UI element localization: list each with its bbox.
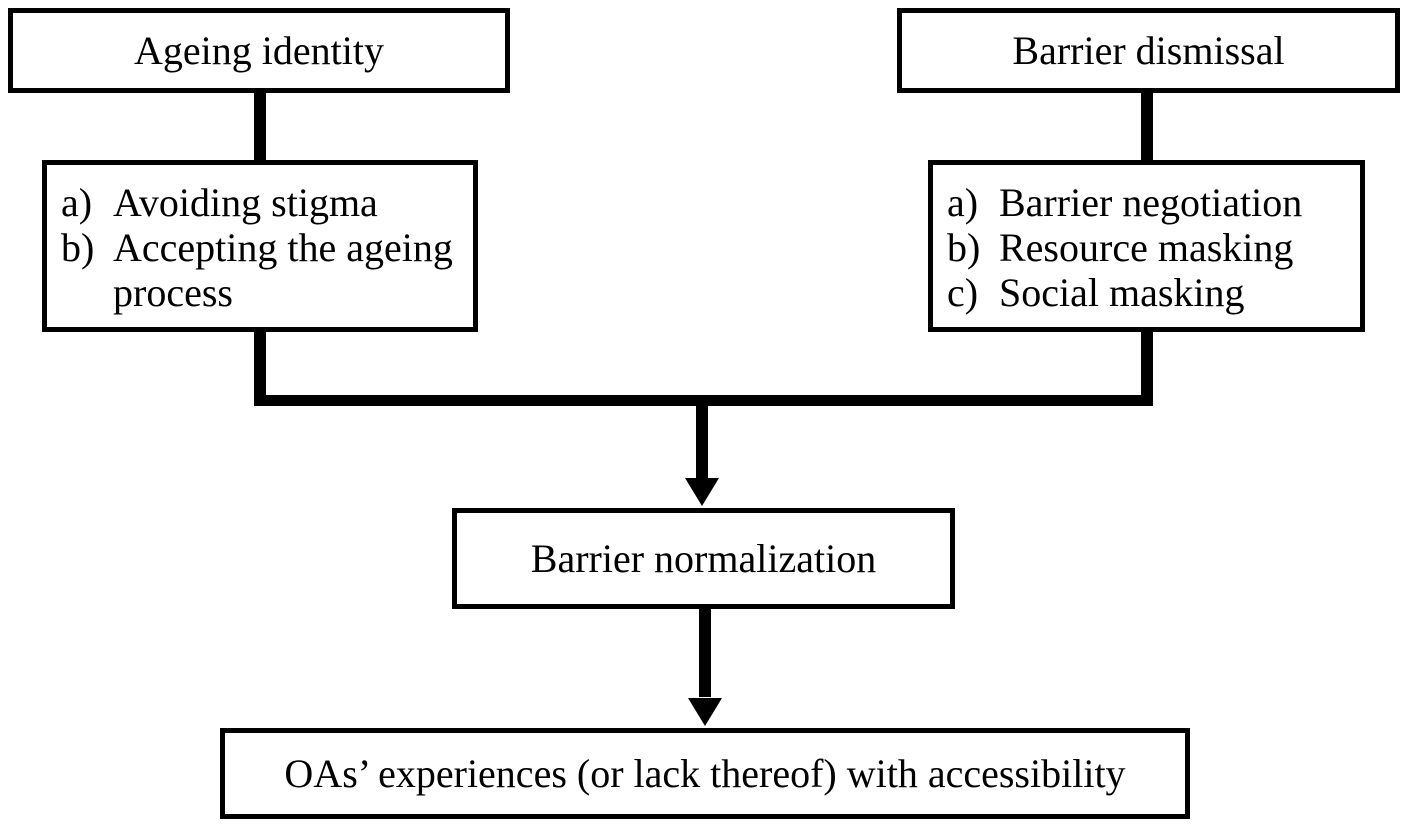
box-barrier-normalization: Barrier normalization bbox=[452, 508, 955, 609]
box-ageing-identity: Ageing identity bbox=[8, 8, 510, 93]
item-text: Resource masking bbox=[999, 225, 1294, 270]
item-marker: b) bbox=[947, 225, 981, 270]
item-marker: b) bbox=[61, 225, 95, 270]
arrow-shaft-to-outcome bbox=[699, 607, 711, 697]
arrowhead-down-icon bbox=[685, 478, 719, 506]
item-marker: a) bbox=[61, 180, 93, 225]
box-outcome: OAs’ experiences (or lack thereof) with … bbox=[220, 728, 1190, 819]
connector-barrier-dismissal-to-subthemes bbox=[1141, 90, 1153, 162]
barrier-dismissal-label: Barrier dismissal bbox=[1012, 28, 1285, 73]
item-text: Social masking bbox=[999, 270, 1245, 315]
item-text: Avoiding stigma bbox=[113, 180, 378, 225]
barrier-normalization-label: Barrier normalization bbox=[530, 536, 877, 581]
list-item: a) Barrier negotiation bbox=[947, 180, 1360, 225]
list-item: b) Resource masking bbox=[947, 225, 1360, 270]
outcome-label: OAs’ experiences (or lack thereof) with … bbox=[284, 751, 1126, 796]
box-ageing-identity-subthemes: a) Avoiding stigma b) Accepting the agei… bbox=[42, 160, 478, 332]
connector-dismissal-subthemes-to-merge-line bbox=[1141, 330, 1153, 400]
ageing-identity-label: Ageing identity bbox=[134, 28, 384, 73]
list-item: c) Social masking bbox=[947, 270, 1360, 315]
connector-ageing-subthemes-to-merge-line bbox=[254, 330, 266, 400]
connector-ageing-identity-to-subthemes bbox=[254, 90, 266, 162]
merge-line bbox=[254, 395, 1153, 406]
item-marker: c) bbox=[947, 270, 979, 315]
item-text: Accepting the ageing process bbox=[113, 225, 453, 315]
box-barrier-dismissal-subthemes: a) Barrier negotiation b) Resource maski… bbox=[928, 160, 1365, 332]
list-item: b) Accepting the ageing process bbox=[61, 225, 473, 315]
box-barrier-dismissal: Barrier dismissal bbox=[897, 8, 1400, 93]
item-text: Barrier negotiation bbox=[999, 180, 1303, 225]
item-marker: a) bbox=[947, 180, 979, 225]
arrow-shaft-to-barrier-normalization bbox=[696, 404, 708, 480]
arrowhead-down-icon bbox=[688, 698, 722, 726]
list-item: a) Avoiding stigma bbox=[61, 180, 473, 225]
